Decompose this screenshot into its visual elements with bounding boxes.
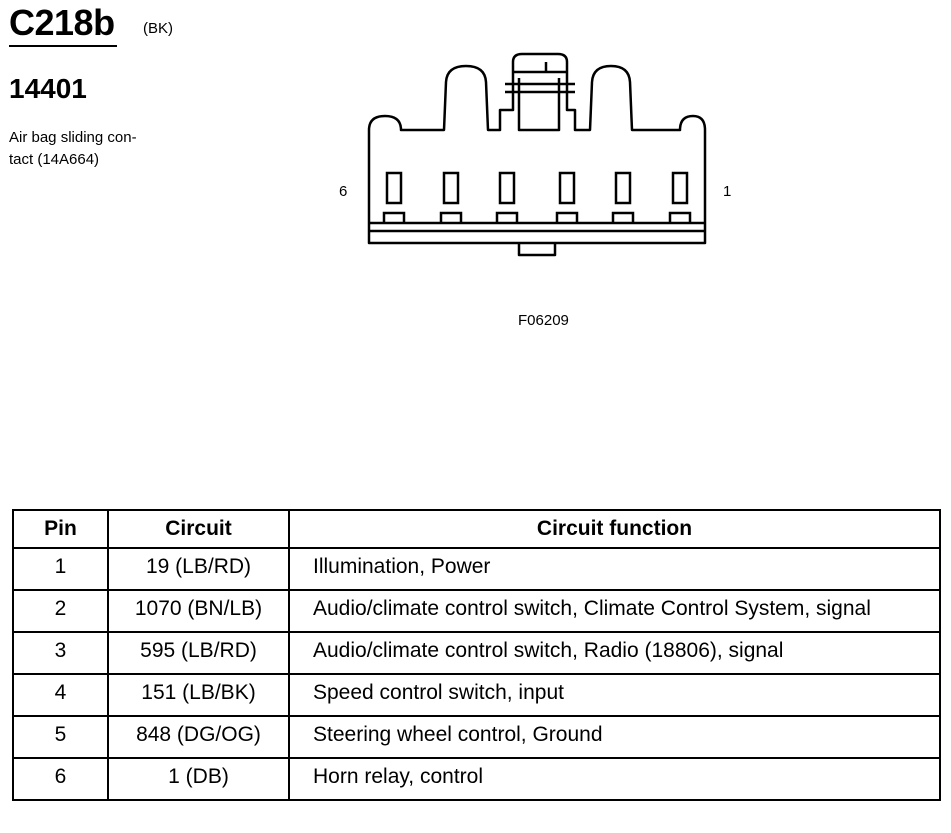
part-description-line-1: Air bag sliding con- [9,129,137,146]
pin-cavity-2 [614,171,632,205]
table-row: 4 151 (LB/BK) Speed control switch, inpu… [12,673,941,717]
cell-circuit: 848 (DG/OG) [107,715,290,759]
connector-id-underline [9,45,117,47]
cell-pin: 5 [12,715,109,759]
cell-circuit: 595 (LB/RD) [107,631,290,675]
cell-function: Illumination, Power [288,547,941,591]
connector-face-diagram [367,52,707,257]
connector-id: C218b [9,2,115,43]
cell-circuit: 1 (DB) [107,757,290,801]
pin-label-right: 1 [723,183,732,200]
pin-notch-1 [668,211,692,223]
cell-function: Audio/climate control switch, Radio (188… [288,631,941,675]
pin-cavity-5 [442,171,460,205]
part-description-line-2: tact (14A664) [9,151,100,168]
latch-inner [517,78,561,132]
pin-cavity-1 [671,171,689,205]
pin-notch-3 [555,211,579,223]
table-row: 6 1 (DB) Horn relay, control [12,757,941,801]
header-circuit: Circuit [107,509,290,549]
pin-notch-4 [495,211,519,223]
part-description: Air bag sliding con- tact (14A664) [9,127,137,171]
connector-housing-outline [367,52,707,245]
figure-id: F06209 [518,312,569,329]
cell-pin: 1 [12,547,109,591]
table-row: 3 595 (LB/RD) Audio/climate control swit… [12,631,941,675]
pin-cavity-6 [385,171,403,205]
pin-notch-5 [439,211,463,223]
header-circuit-function: Circuit function [288,509,941,549]
pinout-table: Pin Circuit Circuit function 1 19 (LB/RD… [12,509,941,801]
cell-function: Steering wheel control, Ground [288,715,941,759]
pin-label-left: 6 [339,183,348,200]
pin-cavity-3 [558,171,576,205]
table-row: 5 848 (DG/OG) Steering wheel control, Gr… [12,715,941,759]
part-number: 14401 [9,73,87,104]
pin-cavities [382,171,692,223]
cell-function: Horn relay, control [288,757,941,801]
connector-color: (BK) [143,20,173,37]
cell-pin: 6 [12,757,109,801]
cell-pin: 4 [12,673,109,717]
cell-circuit: 151 (LB/BK) [107,673,290,717]
table-row: 1 19 (LB/RD) Illumination, Power [12,547,941,591]
cell-pin: 2 [12,589,109,633]
cell-pin: 3 [12,631,109,675]
cell-circuit: 19 (LB/RD) [107,547,290,591]
cell-circuit: 1070 (BN/LB) [107,589,290,633]
header-pin: Pin [12,509,109,549]
table-row: 2 1070 (BN/LB) Audio/climate control swi… [12,589,941,633]
bottom-key [517,243,557,257]
pin-notch-2 [611,211,635,223]
pin-cavity-4 [498,171,516,205]
cell-function: Audio/climate control switch, Climate Co… [288,589,941,633]
cell-function: Speed control switch, input [288,673,941,717]
table-header-row: Pin Circuit Circuit function [12,509,941,549]
pin-notch-6 [382,211,406,223]
